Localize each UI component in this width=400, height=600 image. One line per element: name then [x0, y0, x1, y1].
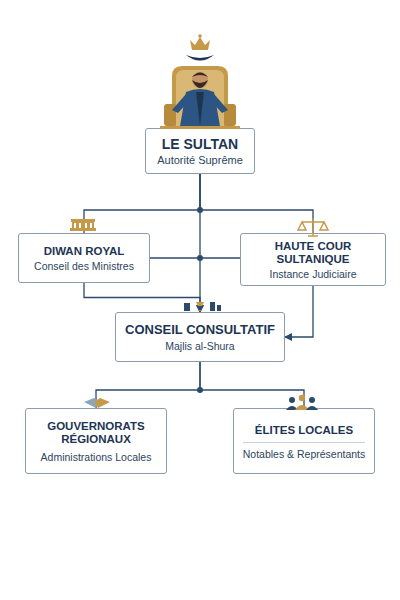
council-icon: [184, 302, 221, 311]
ruler-box: LE SULTAN Autorité Suprême: [145, 128, 255, 174]
ministry-box: DIWAN ROYAL Conseil des Ministres: [18, 233, 150, 283]
connector-line: [96, 362, 200, 408]
box-subtitle: Administrations Locales: [41, 451, 152, 464]
junction-dot: [197, 207, 203, 213]
box-subtitle: Majlis al-Shura: [165, 340, 234, 353]
connector-line: [84, 283, 200, 312]
connector-line: [285, 286, 313, 337]
sultan-figure: [160, 66, 240, 129]
court-box: HAUTE COUR SULTANIQUE Instance Judiciaire: [240, 233, 386, 286]
governorate-box: GOUVERNORATS RÉGIONAUX Administrations Lo…: [25, 408, 167, 474]
connector-line: [200, 362, 304, 408]
connector-line: [84, 174, 200, 233]
box-heading: HAUTE COUR SULTANIQUE: [245, 240, 381, 266]
box-heading: GOUVERNORATS RÉGIONAUX: [30, 420, 162, 446]
box-subtitle: Autorité Suprême: [157, 154, 243, 167]
box-subtitle: Notables & Représentants: [243, 442, 366, 461]
palace-icon: [70, 219, 96, 231]
connector-line: [150, 257, 240, 258]
elites-box: ÉLITES LOCALES Notables & Représentants: [233, 408, 375, 474]
junction-dot: [197, 387, 203, 393]
box-subtitle: Conseil des Ministres: [34, 260, 134, 273]
box-heading: LE SULTAN: [162, 136, 238, 152]
council-box: CONSEIL CONSULTATIF Majlis al-Shura: [115, 312, 285, 362]
box-heading: CONSEIL CONSULTATIF: [125, 323, 275, 338]
connector-line: [199, 174, 200, 312]
box-heading: ÉLITES LOCALES: [255, 424, 353, 437]
junction-dot: [197, 255, 203, 261]
connector-line: [200, 174, 313, 233]
box-heading: DIWAN ROYAL: [44, 245, 125, 258]
handshake-icon: [84, 398, 110, 408]
crown-emblem: [186, 34, 214, 60]
box-subtitle: Instance Judiciaire: [270, 268, 357, 281]
